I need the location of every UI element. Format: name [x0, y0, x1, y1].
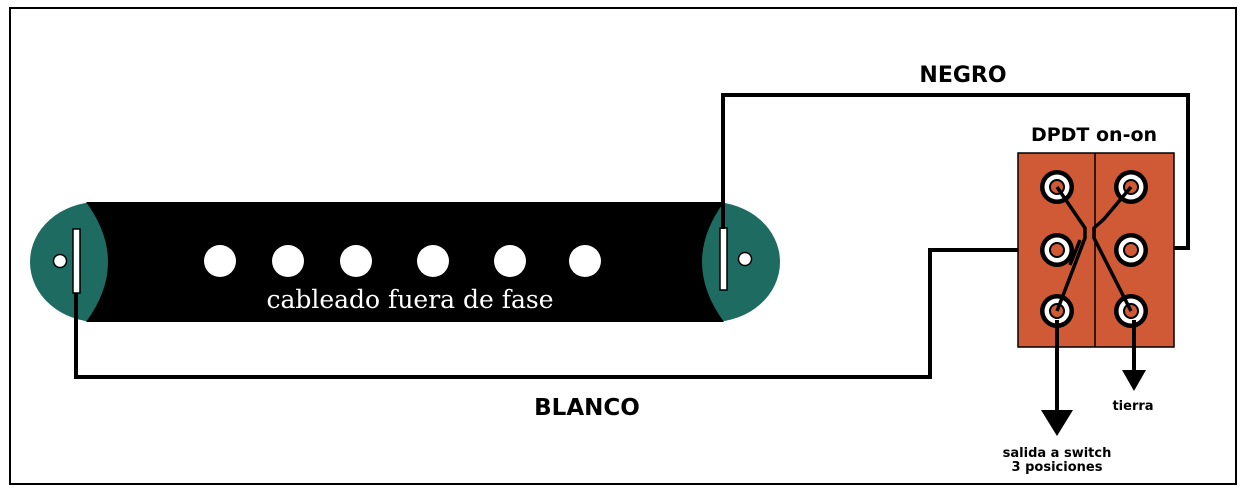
- mounting-hole-right: [737, 251, 753, 267]
- pole-piece: [272, 245, 304, 277]
- pickup-caption: cableado fuera de fase: [266, 285, 553, 314]
- switch-lug: [1040, 233, 1074, 267]
- pole-piece: [340, 245, 372, 277]
- label-output-line1: salida a switch: [1003, 446, 1112, 461]
- label-tierra: tierra: [1112, 399, 1153, 414]
- pickup: cableado fuera de fase: [30, 202, 780, 322]
- label-blanco: BLANCO: [534, 395, 640, 421]
- pole-pieces: [204, 245, 601, 277]
- pole-piece: [494, 245, 526, 277]
- switch-lug: [1114, 233, 1148, 267]
- wire-black: [721, 93, 1190, 250]
- dpdt-switch: DPDT on-on: [1017, 124, 1175, 348]
- pole-piece: [569, 245, 601, 277]
- wire-white: [74, 248, 1040, 379]
- internal-jumpers: [1055, 185, 1133, 312]
- wires: [74, 93, 1190, 379]
- switch-title: DPDT on-on: [1031, 124, 1157, 146]
- mounting-hole-left: [52, 253, 68, 269]
- label-negro: NEGRO: [919, 63, 1006, 88]
- eyelet-left: [72, 228, 81, 294]
- label-output-line2: 3 posiciones: [1012, 460, 1103, 475]
- arrow-down-icon: [1122, 370, 1146, 391]
- pickup-body: [86, 202, 724, 322]
- leads: [1055, 320, 1136, 412]
- pole-piece: [204, 245, 236, 277]
- eyelet-right: [719, 227, 728, 291]
- pole-piece: [417, 245, 449, 277]
- arrow-down-icon: [1041, 410, 1073, 436]
